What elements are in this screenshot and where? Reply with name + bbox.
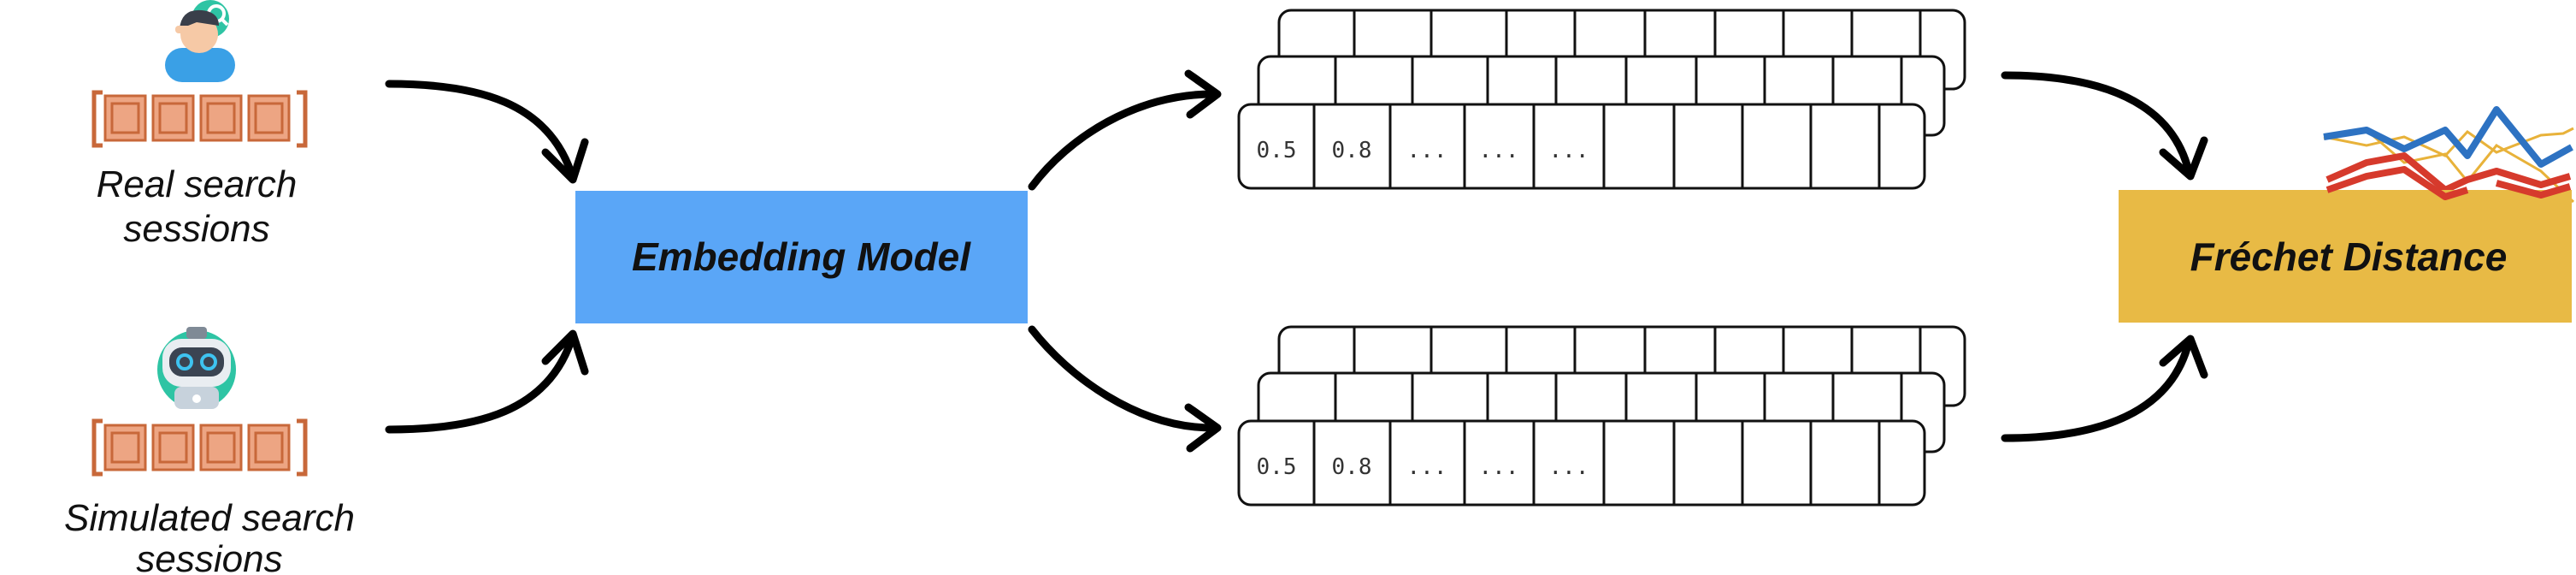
frechet-distance-label: Fréchet Distance xyxy=(2190,234,2508,279)
real-sessions-label-line2: sessions xyxy=(123,208,269,250)
simulated-sessions-label-line1: Simulated search xyxy=(64,497,355,539)
real-session-sequence xyxy=(91,90,308,148)
arrow-simulated-to-embedding xyxy=(385,329,589,434)
embedding-model-box: Embedding Model xyxy=(575,191,1028,323)
vector-cell-value: 0.5 xyxy=(1257,138,1297,163)
frechet-distance-box: Fréchet Distance xyxy=(2119,166,2572,323)
vector-cell-value: ... xyxy=(1549,454,1589,480)
embedding-model-label: Embedding Model xyxy=(632,234,971,279)
vector-cell-value: 0.5 xyxy=(1257,454,1297,480)
vector-front-layer: 0.5 0.8 ... ... ... xyxy=(1237,103,1926,190)
person-searching-icon xyxy=(165,0,235,82)
arrow-top-vectors-to-frechet xyxy=(2001,71,2208,181)
vector-cell-value: ... xyxy=(1407,138,1447,163)
simulated-session-sequence xyxy=(91,418,308,477)
arrow-embedding-to-bottom-vectors xyxy=(1028,325,1222,453)
vector-cell-value: ... xyxy=(1549,138,1589,163)
vector-front-layer: 0.5 0.8 ... ... ... xyxy=(1237,419,1926,507)
real-sessions-label-line1: Real search xyxy=(97,163,298,205)
arrow-embedding-to-top-vectors xyxy=(1028,69,1222,191)
robot-icon xyxy=(157,327,236,409)
arrow-real-to-embedding xyxy=(385,80,589,184)
vector-cell-value: 0.8 xyxy=(1332,138,1372,163)
top-embedding-vector-stack: 0.5 0.8 ... ... ... xyxy=(1237,9,1966,190)
bottom-embedding-vector-stack: 0.5 0.8 ... ... ... xyxy=(1237,325,1966,507)
vector-cell-value: ... xyxy=(1479,138,1519,163)
vector-cell-value: ... xyxy=(1479,454,1519,480)
arrow-bottom-vectors-to-frechet xyxy=(2001,335,2208,442)
vector-cell-value: 0.8 xyxy=(1332,454,1372,480)
curve-comparison-icon xyxy=(2323,106,2575,204)
vector-cell-value: ... xyxy=(1407,454,1447,480)
simulated-sessions-label-line2: sessions xyxy=(136,538,282,575)
